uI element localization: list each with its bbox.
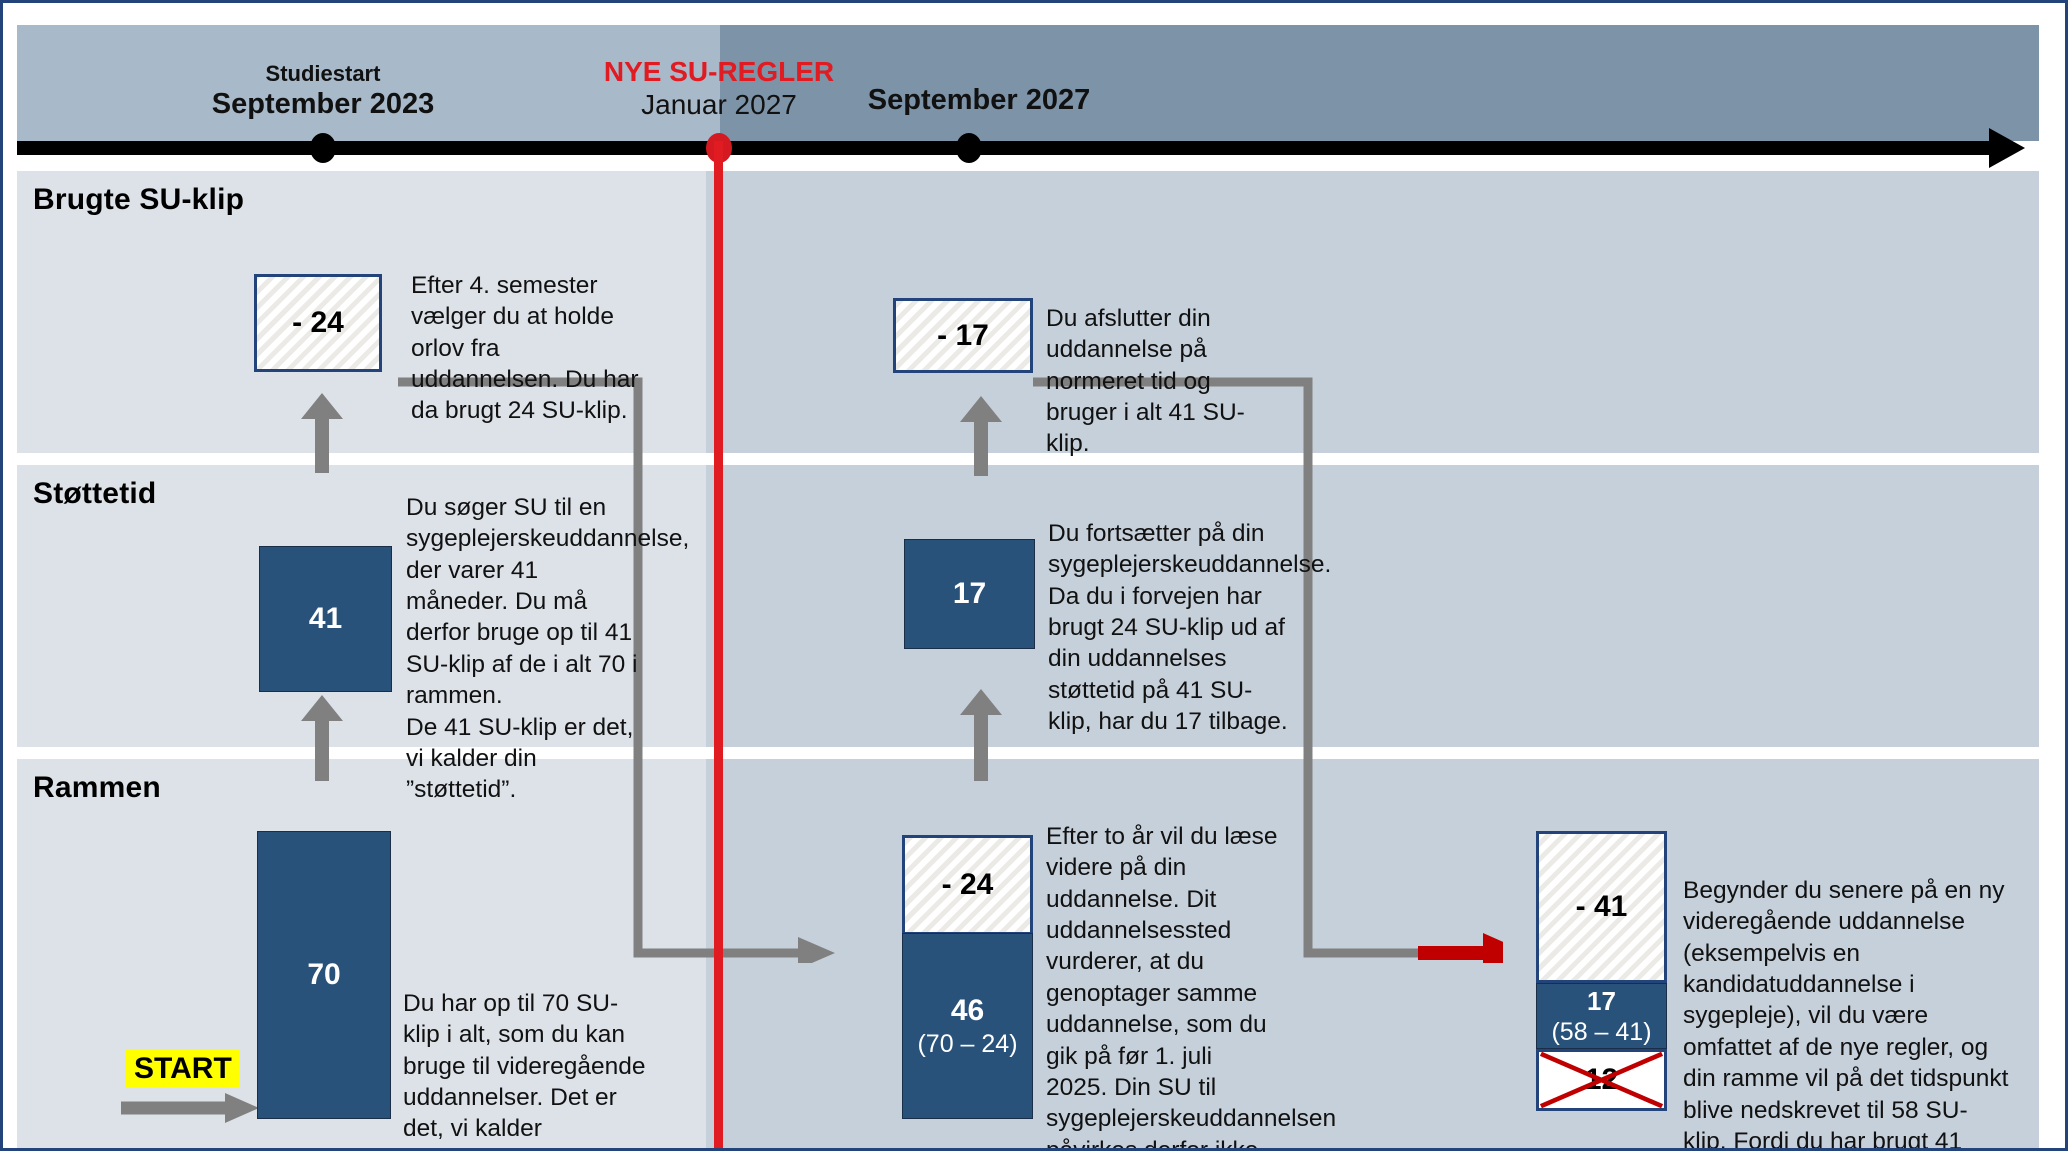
timeline-dot-september-2027 [956, 133, 982, 163]
row-title-stoettetid: Støttetid [33, 477, 157, 510]
box-frame-2027-remaining-value: 46 [950, 993, 985, 1027]
box-used-su-klip-2023: - 24 [254, 274, 382, 372]
box-support-time-2027: 17 [904, 539, 1035, 649]
box-frame-2027-remaining-detail: (70 – 24) [917, 1029, 1018, 1058]
box-frame-new-removed-value: 12 [1584, 1063, 1619, 1096]
arrow-up-support-2023 [301, 695, 343, 781]
timeline-sublabel-nye-su-regler: NYE SU-REGLER [603, 56, 835, 87]
box-support-time-2027-value: 17 [952, 577, 987, 610]
timeline-date-studiestart: September 2023 [211, 87, 435, 120]
timeline-date-nye-su-regler: Januar 2027 [641, 89, 797, 121]
box-frame-new-removed: 12 [1536, 1049, 1667, 1111]
note-used-su-klip-2027: Du afslutter din uddannelse på normeret … [1046, 305, 1245, 458]
arrow-up-used-2023 [301, 393, 343, 473]
timeline-label-studiestart: Studiestart September 2023 [163, 61, 483, 121]
connector-2027-to-new-rules [1033, 377, 1503, 963]
timeline-arrow-icon [1989, 128, 2025, 168]
box-frame-new-remaining-value: 17 [1587, 985, 1616, 1016]
row-title-brugte-su-klip: Brugte SU-klip [33, 183, 245, 216]
timeline-sublabel-studiestart: Studiestart [265, 61, 381, 86]
timeline-axis [17, 141, 1997, 155]
box-support-time-2023-value: 41 [308, 602, 343, 635]
box-frame-2023: 70 [257, 831, 391, 1119]
box-frame-2027-used-value: - 24 [941, 868, 994, 901]
start-badge: START [126, 1050, 240, 1088]
box-frame-2027-used: - 24 [902, 835, 1033, 935]
box-frame-new-used: - 41 [1536, 831, 1667, 983]
timeline-date-september-2027: September 2027 [867, 84, 1091, 116]
arrow-start-to-frame [121, 1093, 259, 1123]
box-used-su-klip-2027-value: - 17 [937, 318, 989, 352]
arrow-up-used-2027 [960, 396, 1002, 476]
note-frame-2023: Du har op til 70 SU-klip i alt, som du k… [403, 990, 646, 1148]
arrow-up-support-2027 [960, 689, 1002, 781]
row-title-rammen: Rammen [33, 771, 161, 804]
box-used-su-klip-2027: - 17 [893, 298, 1033, 373]
box-support-time-2023: 41 [259, 546, 392, 692]
box-frame-new-used-value: - 41 [1575, 890, 1628, 923]
box-frame-new-remaining-detail: (58 – 41) [1551, 1017, 1652, 1046]
new-rules-divider-line [714, 141, 723, 1148]
timeline-header-band-after-new-rules [720, 25, 2039, 141]
box-used-su-klip-2023-value: - 24 [292, 306, 344, 339]
note-support-time-2027: Du fortsætter på din sygeplejerskeuddann… [1048, 520, 1332, 736]
note-frame-new-rules: Begynder du senere på en ny videregående… [1683, 877, 2009, 1151]
timeline-label-nye-su-regler: NYE SU-REGLER Januar 2027 [559, 55, 879, 121]
box-frame-new-remaining: 17 (58 – 41) [1536, 983, 1667, 1049]
note-support-time-2023: Du søger SU til en sygeplejerskeuddannel… [406, 494, 690, 804]
timeline-dot-studiestart [310, 133, 336, 163]
timeline-label-september-2027: September 2027 [819, 83, 1139, 117]
box-frame-2027-remaining: 46 (70 – 24) [902, 933, 1033, 1119]
note-used-su-klip-2023: Efter 4. semester vælger du at holde orl… [411, 272, 639, 425]
box-frame-2023-value: 70 [307, 958, 341, 991]
timeline-header-band [17, 25, 2039, 141]
note-frame-2027: Efter to år vil du læse videre på din ud… [1046, 823, 1337, 1151]
